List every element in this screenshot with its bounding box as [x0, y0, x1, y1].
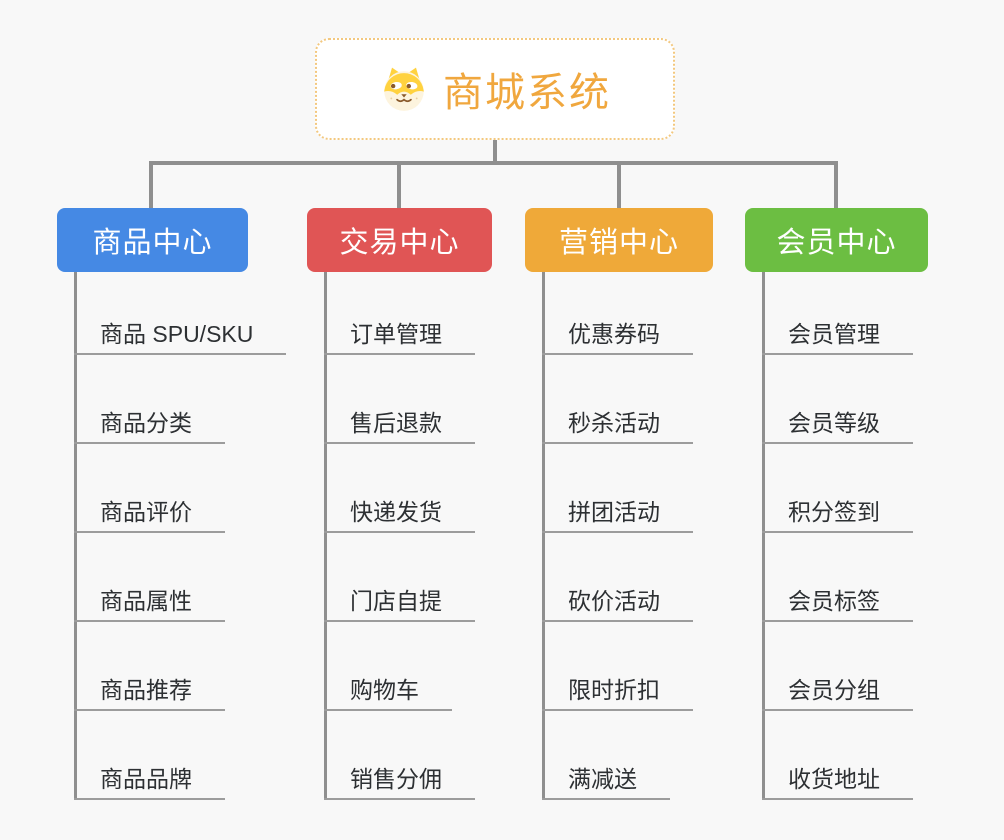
- leaf-label: 限时折扣: [568, 677, 660, 703]
- leaf-label: 会员管理: [788, 321, 880, 347]
- leaf-label: 会员分组: [788, 677, 880, 703]
- leaf-node[interactable]: 拼团活动: [542, 493, 693, 533]
- leaf-node[interactable]: 会员标签: [762, 582, 913, 622]
- root-stem-connector: [493, 140, 497, 162]
- leaf-label: 会员标签: [788, 588, 880, 614]
- root-node[interactable]: 商城系统: [315, 38, 675, 140]
- leaf-node[interactable]: 购物车: [324, 671, 452, 711]
- branch-node-3[interactable]: 营销中心: [525, 208, 713, 272]
- leaf-label: 商品属性: [100, 588, 192, 614]
- leaf-label: 快递发货: [350, 499, 442, 525]
- leaf-label: 商品分类: [100, 410, 192, 436]
- leaf-node[interactable]: 秒杀活动: [542, 404, 693, 444]
- leaf-label: 商品评价: [100, 499, 192, 525]
- leaf-node[interactable]: 满减送: [542, 760, 670, 800]
- leaf-node[interactable]: 积分签到: [762, 493, 913, 533]
- branch-label: 营销中心: [558, 227, 679, 259]
- leaf-node[interactable]: 会员等级: [762, 404, 913, 444]
- leaf-node[interactable]: 砍价活动: [542, 582, 693, 622]
- branch-column-connector: [762, 272, 765, 800]
- branch-node-4[interactable]: 会员中心: [745, 208, 928, 272]
- leaf-label: 售后退款: [350, 410, 442, 436]
- leaf-node[interactable]: 销售分佣: [324, 760, 475, 800]
- leaf-label: 拼团活动: [568, 499, 660, 525]
- branch-node-1[interactable]: 商品中心: [57, 208, 248, 272]
- leaf-node[interactable]: 限时折扣: [542, 671, 693, 711]
- leaf-node[interactable]: 门店自提: [324, 582, 475, 622]
- leaf-node[interactable]: 售后退款: [324, 404, 475, 444]
- leaf-label: 商品品牌: [100, 766, 192, 792]
- leaf-node[interactable]: 商品属性: [74, 582, 225, 622]
- branch-drop-connector: [149, 161, 153, 208]
- leaf-label: 满减送: [568, 766, 637, 792]
- leaf-label: 砍价活动: [568, 588, 660, 614]
- leaf-label: 收货地址: [788, 766, 880, 792]
- leaf-node[interactable]: 商品品牌: [74, 760, 225, 800]
- leaf-node[interactable]: 快递发货: [324, 493, 475, 533]
- leaf-label: 秒杀活动: [568, 410, 660, 436]
- leaf-node[interactable]: 商品评价: [74, 493, 225, 533]
- branch-label: 商品中心: [92, 227, 213, 259]
- branch-column-connector: [74, 272, 77, 800]
- leaf-node[interactable]: 商品 SPU/SKU: [74, 315, 287, 355]
- leaf-label: 会员等级: [788, 410, 880, 436]
- leaf-node[interactable]: 优惠券码: [542, 315, 693, 355]
- leaf-label: 优惠券码: [568, 321, 660, 347]
- leaf-label: 销售分佣: [350, 766, 442, 792]
- leaf-node[interactable]: 会员分组: [762, 671, 913, 711]
- branch-drop-connector: [617, 161, 621, 208]
- branch-column-connector: [542, 272, 545, 800]
- leaf-node[interactable]: 订单管理: [324, 315, 475, 355]
- branch-drop-connector: [834, 161, 838, 208]
- leaf-label: 购物车: [350, 677, 419, 703]
- branch-label: 会员中心: [776, 227, 897, 259]
- leaf-label: 商品推荐: [100, 677, 192, 703]
- leaf-label: 积分签到: [788, 499, 880, 525]
- branch-label: 交易中心: [339, 227, 460, 259]
- root-title: 商城系统: [443, 71, 611, 115]
- leaf-node[interactable]: 收货地址: [762, 760, 913, 800]
- leaf-label: 商品 SPU/SKU: [100, 321, 254, 347]
- branch-column-connector: [324, 272, 327, 800]
- branch-bus-connector: [149, 161, 838, 165]
- leaf-label: 订单管理: [350, 321, 442, 347]
- branch-node-2[interactable]: 交易中心: [307, 208, 492, 272]
- branch-drop-connector: [397, 161, 401, 208]
- leaf-node[interactable]: 商品分类: [74, 404, 225, 444]
- shiba-dog-icon: [379, 64, 429, 114]
- leaf-node[interactable]: 会员管理: [762, 315, 913, 355]
- leaf-node[interactable]: 商品推荐: [74, 671, 225, 711]
- leaf-label: 门店自提: [350, 588, 442, 614]
